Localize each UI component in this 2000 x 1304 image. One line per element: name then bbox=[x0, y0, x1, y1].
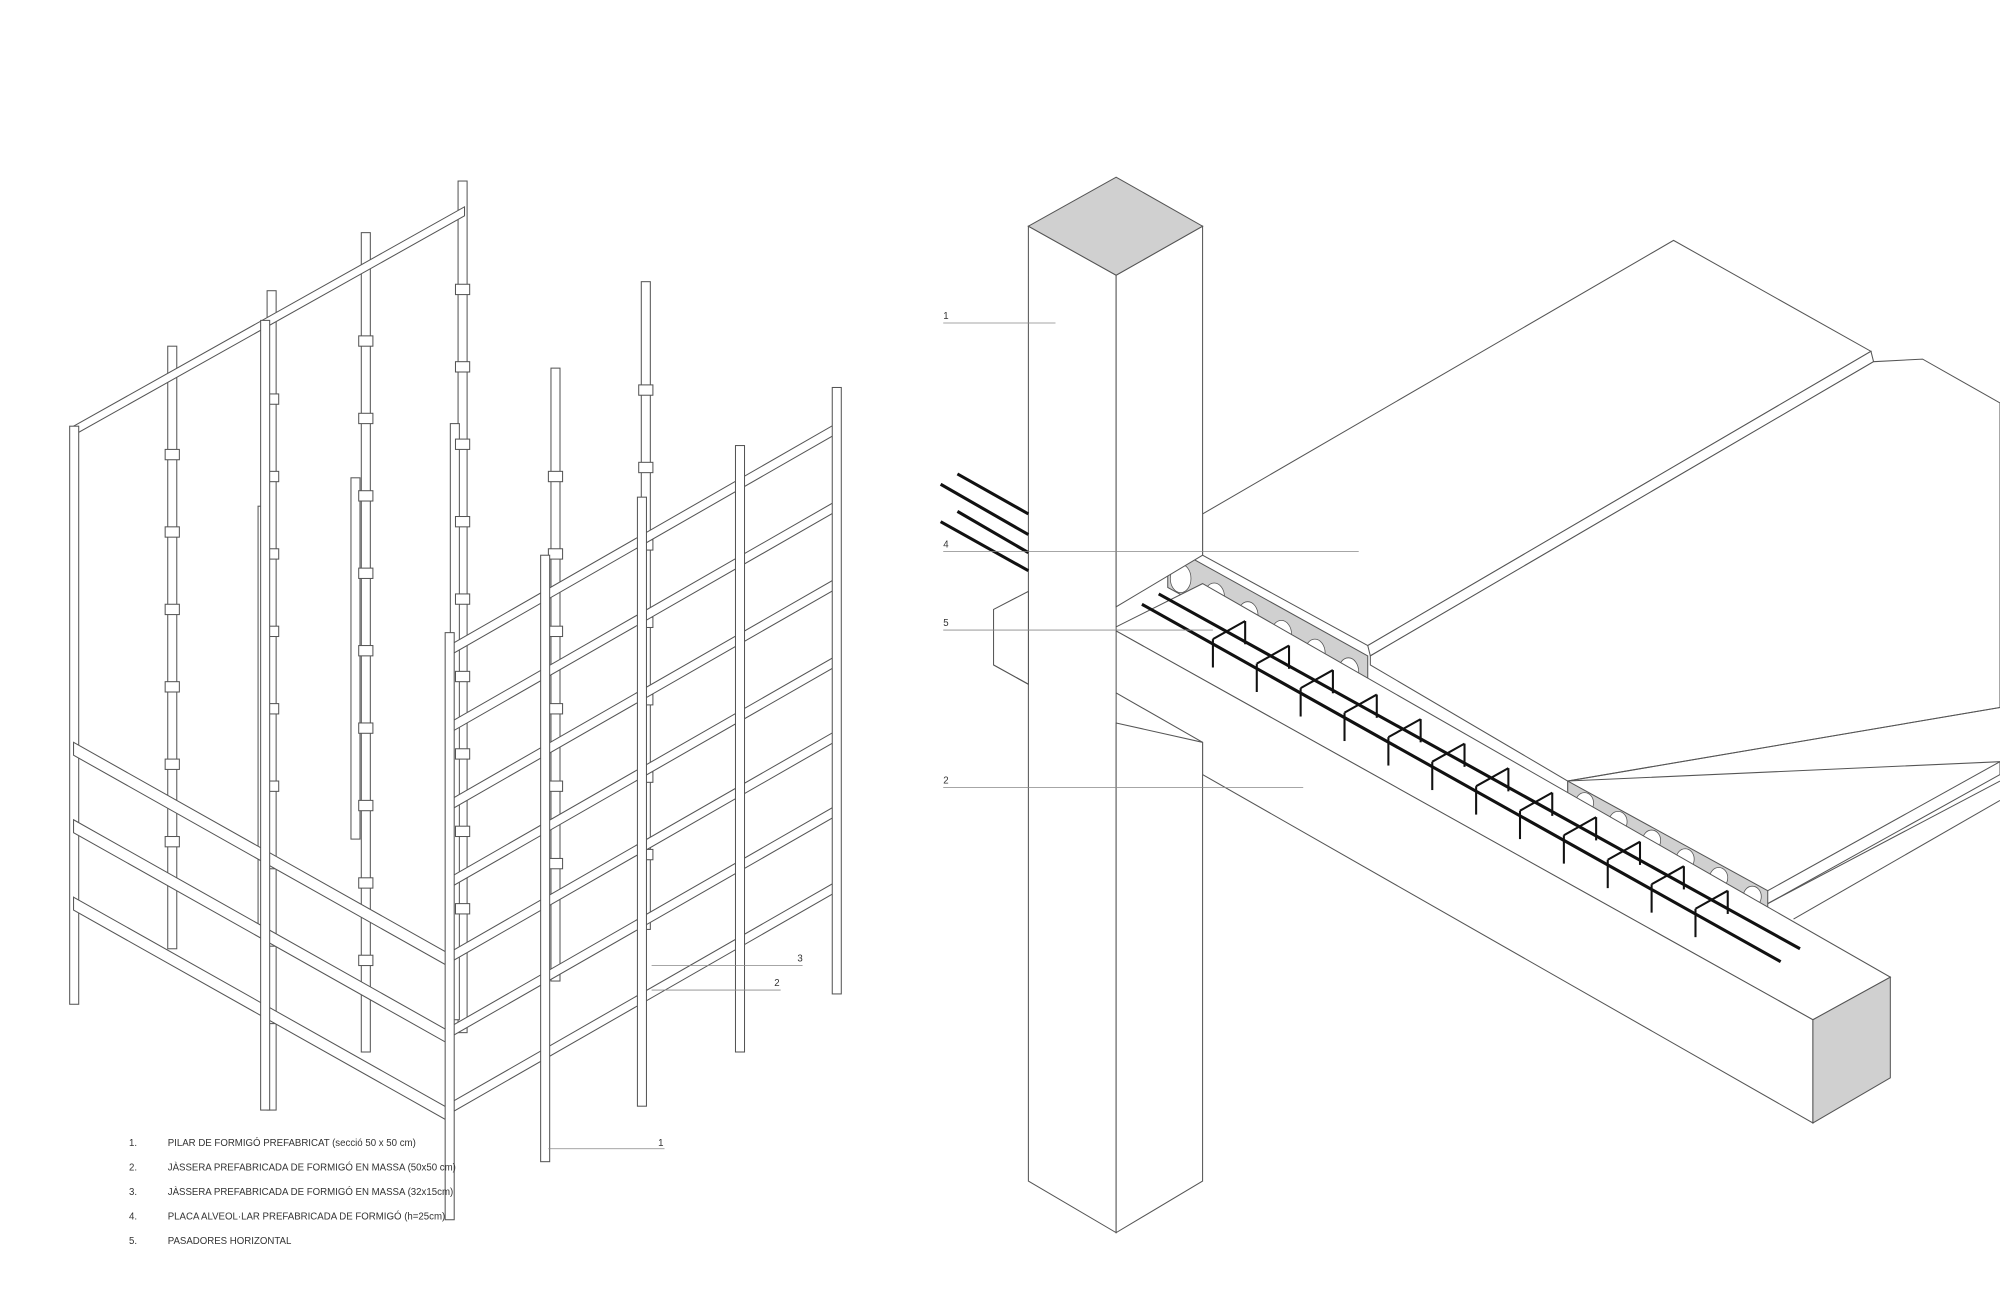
beam-seat bbox=[164, 836, 180, 848]
beam-seat bbox=[454, 670, 471, 683]
stirrup-top bbox=[1431, 742, 1466, 763]
legend-text-1: PILAR DE FORMIGÓ PREFABRICAT (secció 50 … bbox=[168, 1138, 416, 1149]
corner-pillar bbox=[69, 425, 80, 1005]
beam-seat bbox=[454, 283, 471, 296]
beam-seat bbox=[454, 361, 471, 373]
beam-seat bbox=[358, 799, 374, 812]
back-pillar bbox=[360, 232, 371, 1053]
beam-seat bbox=[454, 748, 471, 760]
stirrup-top bbox=[1344, 693, 1378, 714]
stirrup-top bbox=[1387, 718, 1422, 739]
beam-seat bbox=[358, 722, 374, 734]
legend: 1. PILAR DE FORMIGÓ PREFABRICAT (secció … bbox=[129, 1138, 456, 1247]
back-pillar bbox=[350, 477, 361, 840]
beam-seat bbox=[164, 603, 180, 616]
stirrup-top bbox=[1651, 865, 1685, 886]
beam-seat bbox=[358, 645, 374, 657]
rebar-cage bbox=[1141, 592, 1801, 964]
stirrup-top bbox=[1256, 644, 1290, 665]
detail-callout-2: 2 bbox=[943, 776, 948, 787]
beam-seat bbox=[547, 703, 564, 715]
beam-seat bbox=[638, 384, 654, 396]
beam-seat bbox=[358, 335, 374, 347]
frame-callouts: 3 2 1 bbox=[548, 954, 803, 1149]
stirrup-top bbox=[1607, 840, 1641, 861]
legend-text-3: JÀSSERA PREFABRICADA DE FORMIGÓ EN MASSA… bbox=[168, 1187, 453, 1198]
back-pillar bbox=[167, 345, 178, 950]
corbel bbox=[993, 590, 1029, 686]
callout-2: 2 bbox=[774, 978, 779, 989]
stirrup-top bbox=[1300, 669, 1334, 690]
detail-callout-1: 1 bbox=[943, 311, 948, 322]
pillar bbox=[260, 319, 271, 1111]
legend-num-5: 5. bbox=[129, 1236, 137, 1247]
front-pillar bbox=[444, 632, 455, 1221]
beam-seat bbox=[454, 516, 471, 528]
stirrup-top bbox=[1475, 767, 1509, 788]
column-section bbox=[1027, 176, 1204, 276]
callout-1: 1 bbox=[658, 1138, 663, 1149]
beam-seat bbox=[547, 470, 564, 483]
beam-seat bbox=[164, 526, 180, 538]
beam-seat bbox=[454, 903, 471, 915]
beam-seat bbox=[358, 412, 374, 425]
front-pillar bbox=[734, 445, 746, 1053]
legend-text-4: PLACA ALVEOL·LAR PREFABRICADA DE FORMIGÓ… bbox=[168, 1212, 446, 1223]
beam-seat bbox=[547, 548, 564, 560]
detail-callouts: 1 4 5 2 bbox=[943, 311, 1359, 788]
beam-seat bbox=[164, 681, 180, 693]
beam-seat bbox=[164, 448, 180, 461]
stirrup-top bbox=[1694, 889, 1729, 910]
front-pillar bbox=[540, 554, 551, 1163]
precast-frame-axonometry bbox=[69, 180, 842, 1221]
legend-text-2: JÀSSERA PREFABRICADA DE FORMIGÓ EN MASSA… bbox=[168, 1163, 456, 1174]
callout-3: 3 bbox=[797, 954, 802, 965]
legend-num-4: 4. bbox=[129, 1212, 137, 1223]
legend-num-3: 3. bbox=[129, 1187, 137, 1198]
beam-seat bbox=[358, 490, 374, 502]
beam-seat bbox=[547, 857, 564, 870]
legend-num-2: 2. bbox=[129, 1163, 137, 1174]
stirrup-top bbox=[1563, 816, 1597, 837]
legend-num-1: 1. bbox=[129, 1138, 137, 1149]
front-pillar bbox=[636, 496, 647, 1107]
joint-detail-axonometry bbox=[939, 176, 2000, 1234]
legend-text-5: PASADORES HORIZONTAL bbox=[168, 1236, 292, 1247]
beam-seat bbox=[358, 567, 374, 579]
beam-seat bbox=[454, 593, 471, 605]
beam-seat bbox=[164, 758, 180, 770]
detail-callout-5: 5 bbox=[943, 618, 948, 629]
beam-seat bbox=[454, 825, 471, 838]
front-pillar bbox=[831, 386, 842, 995]
detail-callout-4: 4 bbox=[943, 539, 949, 550]
beam-seat bbox=[454, 438, 471, 450]
beam-seat bbox=[358, 877, 374, 889]
beam-seat bbox=[547, 780, 564, 792]
stirrup-top bbox=[1519, 791, 1553, 812]
beam-seat bbox=[638, 461, 654, 474]
beam-seat bbox=[547, 625, 564, 638]
stirrup-top bbox=[1212, 620, 1246, 640]
beam-seat bbox=[358, 954, 374, 967]
horizontal-dowels bbox=[939, 472, 1030, 573]
